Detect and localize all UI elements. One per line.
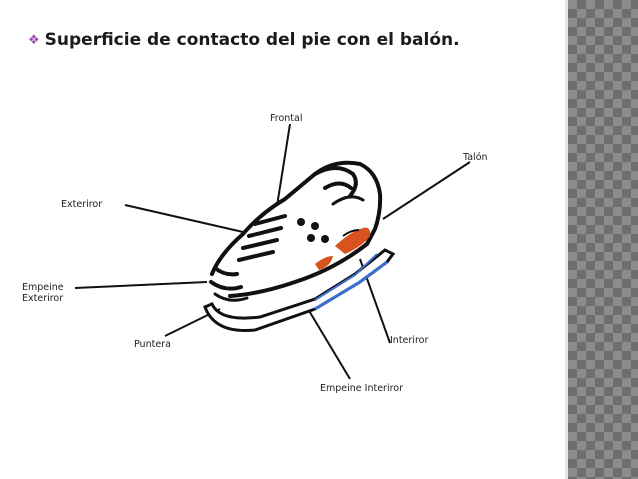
leader-line-talon	[382, 161, 471, 220]
label-empeine-exterior-line1: Empeine	[22, 282, 64, 293]
label-empeine-interior: Empeine Interiror	[320, 383, 404, 394]
shoe-drawing	[74, 123, 471, 380]
slide-title-text: Superficie de contacto del pie con el ba…	[44, 30, 460, 50]
eyelets	[297, 218, 329, 243]
label-empeine-exterior-line2: Exteriror	[22, 293, 64, 304]
label-puntera: Puntera	[134, 339, 171, 350]
shoe-sole	[203, 248, 396, 333]
label-exterior: Exteriror	[61, 199, 103, 210]
label-empeine-exterior: Empeine Exteriror	[22, 282, 64, 304]
shoe-diagram: Frontal Talón Exteriror Empeine Exteriro…	[15, 104, 531, 404]
slide-title: ❖ Superficie de contacto del pie con el b…	[28, 30, 460, 50]
label-talon: Talón	[463, 152, 488, 163]
leader-line-empeine-interior	[304, 303, 351, 380]
heel-accent	[315, 227, 371, 270]
leader-line-exterior	[124, 204, 244, 233]
decorative-side-panel	[568, 0, 638, 479]
side-panel-edge	[565, 0, 568, 479]
label-interior: Interiror	[390, 335, 429, 346]
diamond-bullet-icon: ❖	[28, 33, 40, 48]
leader-line-empeine-exterior	[74, 281, 208, 289]
label-frontal: Frontal	[270, 113, 303, 124]
shoe-upper	[209, 160, 383, 302]
